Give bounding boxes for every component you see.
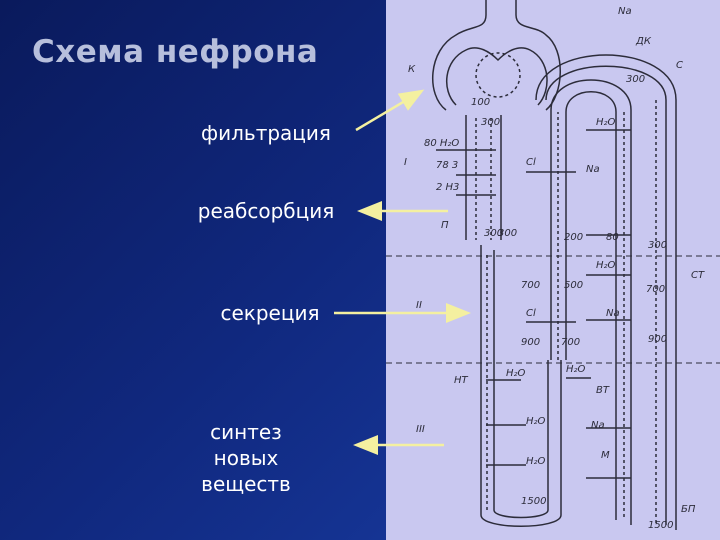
segment-label-dk: ДК xyxy=(635,36,652,47)
zone-label-3: III xyxy=(416,424,425,435)
segment-label-m1: М xyxy=(601,450,610,461)
collecting-duct xyxy=(535,54,677,530)
zone-label-2: II xyxy=(416,300,422,311)
secretion-label: секреция xyxy=(220,301,320,325)
ion-label-h2o-6: H₂O xyxy=(526,456,546,467)
ion-label-h2o-3: H₂O xyxy=(506,368,526,379)
osmolarity-7: 300 xyxy=(648,240,667,251)
synthesis-label-line1: синтез новых xyxy=(210,420,282,470)
osmolarity-16: 300 xyxy=(498,228,517,239)
osmolarity-11: 900 xyxy=(521,337,540,348)
ion-arrows xyxy=(436,129,631,479)
osmolarity-15: 1500 xyxy=(648,520,673,531)
osmolarity-5: 200 xyxy=(564,232,583,243)
ion-label-h2o-4: H₂O xyxy=(566,364,586,375)
segment-label-vt: ВТ xyxy=(596,385,610,396)
synthesis-label-line2: веществ xyxy=(201,472,291,496)
osmolarity-4: 300 xyxy=(484,228,503,239)
ion-label-h2o-1: H₂O xyxy=(596,117,616,128)
reabsorption-label: реабсорбция xyxy=(197,199,335,223)
osmolarity-8: 700 xyxy=(521,280,540,291)
flow-label-4: Na xyxy=(586,164,600,175)
thick-ascending-limb xyxy=(550,79,632,525)
zone-label-1: I xyxy=(404,157,407,168)
osmolarity-9: 500 xyxy=(564,280,583,291)
nephron-diagram: I II III К П НТ ВТ СТ М С ДК БП 100 300 … xyxy=(386,0,720,531)
segment-label-st: СТ xyxy=(691,270,705,281)
glomerulus xyxy=(431,0,561,111)
osmolarity-13: 700 xyxy=(561,337,580,348)
osmolarity-14: 1500 xyxy=(521,496,546,507)
segment-label-nt: НТ xyxy=(454,375,469,386)
ion-label-cl-1: Cl xyxy=(526,157,536,168)
ion-label-na-top: Na xyxy=(618,6,632,17)
segment-label-bp: БП xyxy=(681,504,696,515)
filtration-label: фильтрация xyxy=(201,121,331,145)
segment-label-s: С xyxy=(676,60,683,71)
flow-label-1: 80 H₂O xyxy=(424,138,459,149)
ion-label-h2o-5: H₂O xyxy=(526,416,546,427)
proximal-tubule xyxy=(465,115,502,240)
ion-label-cl-2: Cl xyxy=(526,308,536,319)
slide-title: Схема нефрона xyxy=(32,34,319,70)
filtration-arrow xyxy=(355,89,425,132)
segment-label-k: К xyxy=(408,64,416,75)
ion-label-h2o-2: H₂O xyxy=(596,260,616,271)
osmolarity-12: 900 xyxy=(648,334,667,345)
ion-label-na-2: Na xyxy=(606,308,620,319)
osmolarity-2: 300 xyxy=(481,117,500,128)
ion-label-na-3: Na xyxy=(591,420,605,431)
osmolarity-1: 100 xyxy=(471,97,490,108)
osmolarity-6: 80 xyxy=(606,232,619,243)
flow-label-3: 2 H3 xyxy=(436,182,459,193)
osmolarity-10: 700 xyxy=(646,284,665,295)
segment-label-p: П xyxy=(441,220,449,231)
synthesis-label: синтез новых веществ xyxy=(176,419,316,497)
osmolarity-3: 300 xyxy=(626,74,645,85)
flow-label-2: 78 3 xyxy=(436,160,458,171)
descending-limb xyxy=(480,245,562,527)
